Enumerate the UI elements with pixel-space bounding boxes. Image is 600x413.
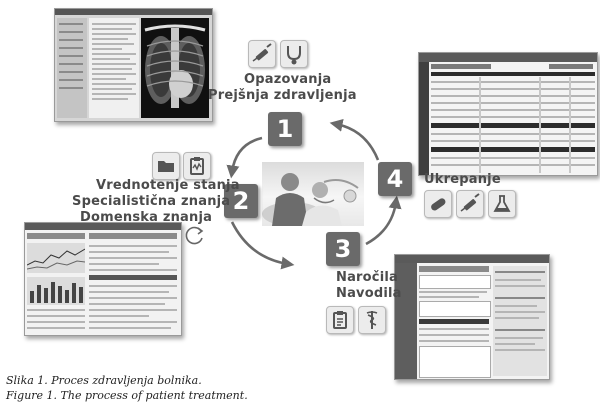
step-2-label-assessment: Vrednotenje stanja [96,178,240,193]
assessment-screenshot [24,222,182,336]
step-3-label-instructions: Navodila [336,286,402,301]
step-3-badge: 3 [326,232,360,266]
caption-slovene: Slika 1. Proces zdravljenja bolnika. [6,374,202,387]
step-3-label-orders: Naročila [336,270,398,285]
flask-icon [488,190,516,218]
step-4-label-action: Ukrepanje [424,172,501,187]
stethoscope-icon [280,40,308,68]
xray-screenshot [54,8,213,122]
refresh-icon [182,222,208,248]
orders-screenshot [394,254,550,380]
arrow-2-to-3 [230,221,295,270]
step-4-badge: 4 [378,162,412,196]
step-1-label-previous-treatments: Prejšnja zdravljenja [208,88,357,103]
step-2-badge: 2 [224,184,258,218]
syringe-icon [456,190,484,218]
caption-english: Figure 1. The process of patient treatme… [6,389,248,402]
syringe-icon [248,40,276,68]
step-2-label-domain-knowledge: Domenska znanja [80,210,213,225]
patient-care-photo [262,162,364,226]
xray-image [141,18,209,118]
actions-table-screenshot [418,52,598,176]
step-1-label-observations: Opazovanja [244,72,332,87]
clipboard-list-icon [326,306,354,334]
folder-icon [152,152,180,180]
step-2-label-specialist-knowledge: Specialistična znanja [72,194,231,209]
clipboard-icon [183,152,211,180]
arrow-4-to-1 [329,118,380,161]
arrow-1-to-2 [226,136,263,179]
caduceus-icon [358,306,386,334]
arrow-3-to-4 [365,195,402,246]
pill-icon [424,190,452,218]
step-1-badge: 1 [268,112,302,146]
